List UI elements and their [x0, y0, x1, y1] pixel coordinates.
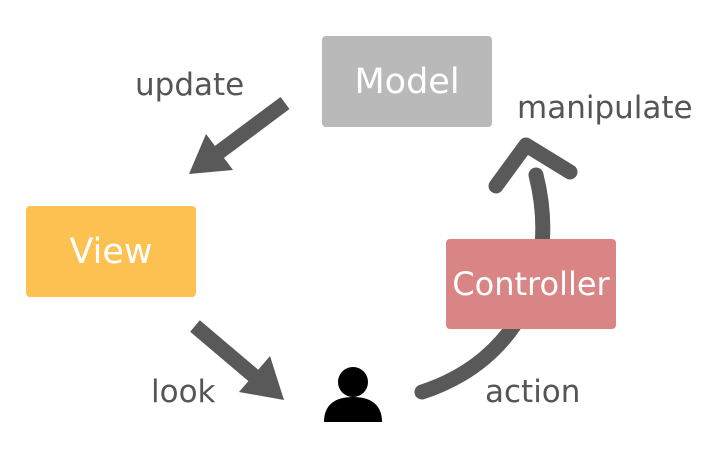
view-box: View — [26, 206, 196, 297]
model-label: Model — [354, 61, 460, 102]
model-box: Model — [322, 36, 492, 127]
view-label: View — [69, 231, 153, 272]
controller-label: Controller — [452, 265, 610, 303]
user-icon — [324, 367, 382, 422]
manipulate-label: manipulate — [517, 90, 693, 126]
look-label: look — [151, 374, 216, 410]
update-label: update — [135, 67, 245, 103]
action-label: action — [485, 374, 581, 410]
update-arrow — [189, 96, 290, 174]
look-arrow — [190, 320, 284, 400]
controller-box: Controller — [446, 239, 616, 329]
